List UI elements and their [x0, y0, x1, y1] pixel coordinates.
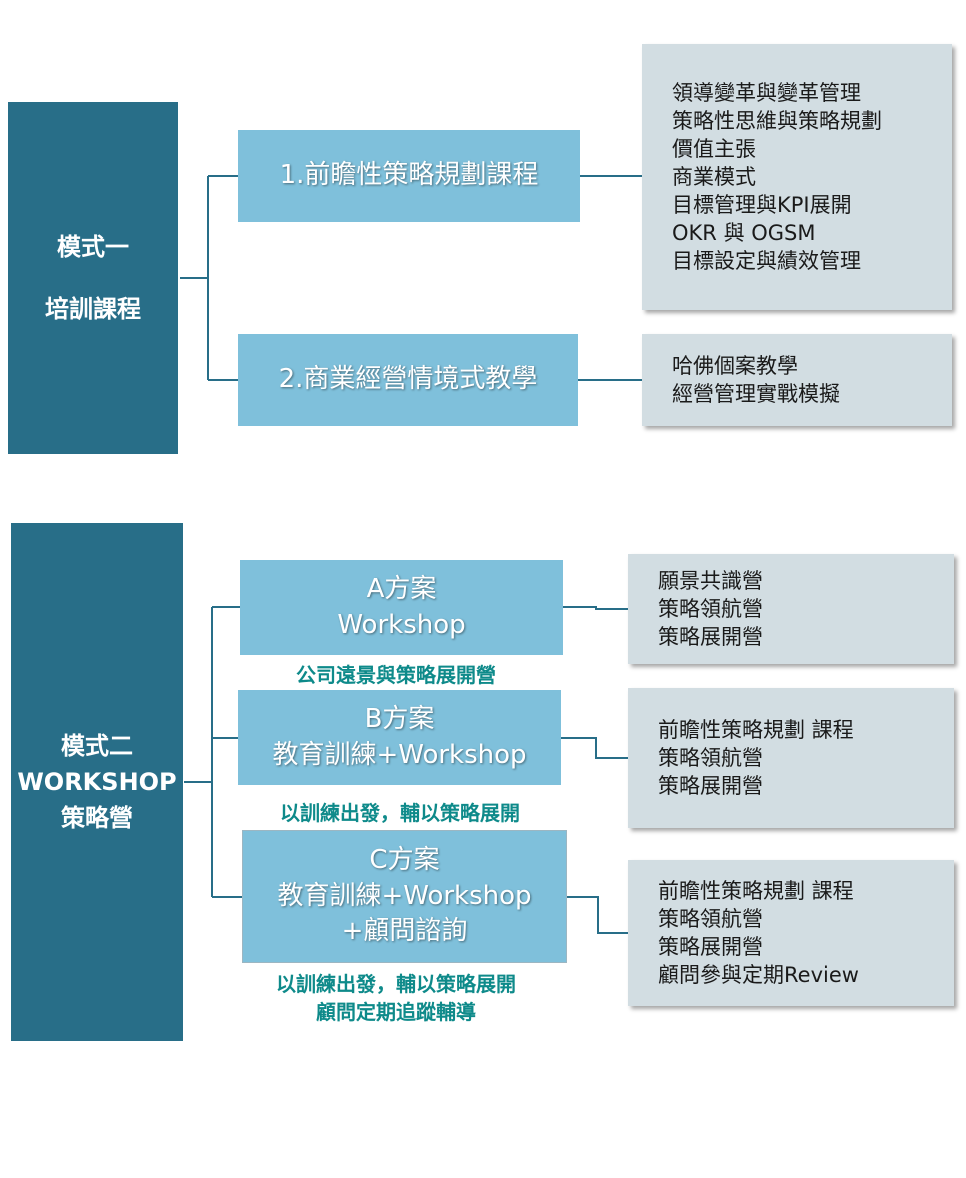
- plan-a-line: A方案: [366, 573, 437, 604]
- detail-item: 經營管理實戰模擬: [672, 382, 840, 406]
- plan-b-line: 教育訓練+Workshop: [272, 739, 527, 770]
- plan-b-box: B方案 教育訓練+Workshop: [238, 690, 561, 785]
- detail-box-business-case: 哈佛個案教學 經營管理實戰模擬: [642, 334, 952, 426]
- detail-item: 哈佛個案教學: [672, 354, 798, 378]
- detail-item: OKR 與 OGSM: [672, 221, 816, 245]
- plan-c-line: +顧問諮詢: [341, 916, 468, 947]
- plan-b-caption: 以訓練出發，輔以策略展開: [280, 801, 520, 825]
- course-box-strategic-planning: 1.前瞻性策略規劃課程: [238, 130, 580, 222]
- mode1-title-line: 模式一: [57, 233, 129, 261]
- mode2-title-line: 策略營: [61, 804, 133, 832]
- detail-item: 策略領航營: [658, 746, 763, 770]
- course-label: 2.商業經營情境式教學: [278, 364, 538, 395]
- course-box-business-case: 2.商業經營情境式教學: [238, 334, 578, 426]
- mode2-title-line: 模式二: [61, 732, 133, 760]
- mode2-box: 模式二 WORKSHOP 策略營: [11, 523, 183, 1041]
- plan-c-line: C方案: [369, 844, 440, 875]
- plan-a-line: Workshop: [337, 609, 466, 640]
- detail-box-strategic-planning: 領導變革與變革管理 策略性思維與策略規劃 價值主張 商業模式 目標管理與KPI展…: [642, 44, 952, 310]
- mode1-title-line: 培訓課程: [45, 295, 141, 323]
- connector-planA-detailA: [563, 606, 628, 610]
- connector-planC-detailC: [567, 896, 628, 934]
- plan-a-box: A方案 Workshop: [240, 560, 563, 655]
- detail-item: 價值主張: [672, 137, 756, 161]
- detail-item: 策略展開營: [658, 935, 763, 959]
- plan-c-caption: 以訓練出發，輔以策略展開 顧問定期追蹤輔導: [276, 972, 516, 1024]
- detail-item: 目標設定與績效管理: [672, 249, 861, 273]
- plan-b-detail-box: 前瞻性策略規劃 課程 策略領航營 策略展開營: [628, 688, 954, 828]
- course-label: 1.前瞻性策略規劃課程: [279, 160, 539, 191]
- detail-item: 策略領航營: [658, 907, 763, 931]
- plan-c-line: 教育訓練+Workshop: [277, 880, 532, 911]
- plan-c-box: C方案 教育訓練+Workshop +顧問諮詢: [242, 830, 567, 963]
- detail-item: 策略展開營: [658, 774, 763, 798]
- detail-item: 策略領航營: [658, 597, 763, 621]
- detail-item: 前瞻性策略規劃 課程: [658, 879, 854, 903]
- detail-item: 策略性思維與策略規劃: [672, 109, 882, 133]
- plan-a-caption: 公司遠景與策略展開營: [296, 663, 496, 687]
- detail-item: 目標管理與KPI展開: [672, 193, 852, 217]
- detail-item: 商業模式: [672, 165, 756, 189]
- mode1-box: 模式一 培訓課程: [8, 102, 178, 454]
- detail-item: 前瞻性策略規劃 課程: [658, 718, 854, 742]
- detail-item: 策略展開營: [658, 625, 763, 649]
- detail-item: 願景共識營: [658, 569, 763, 593]
- plan-c-detail-box: 前瞻性策略規劃 課程 策略領航營 策略展開營 顧問參與定期Review: [628, 860, 954, 1006]
- connector-planB-detailB: [561, 737, 628, 759]
- plan-b-line: B方案: [364, 703, 435, 734]
- mode2-title-line: WORKSHOP: [17, 768, 177, 796]
- detail-item: 顧問參與定期Review: [658, 963, 859, 987]
- plan-a-detail-box: 願景共識營 策略領航營 策略展開營: [628, 554, 954, 664]
- detail-item: 領導變革與變革管理: [672, 81, 861, 105]
